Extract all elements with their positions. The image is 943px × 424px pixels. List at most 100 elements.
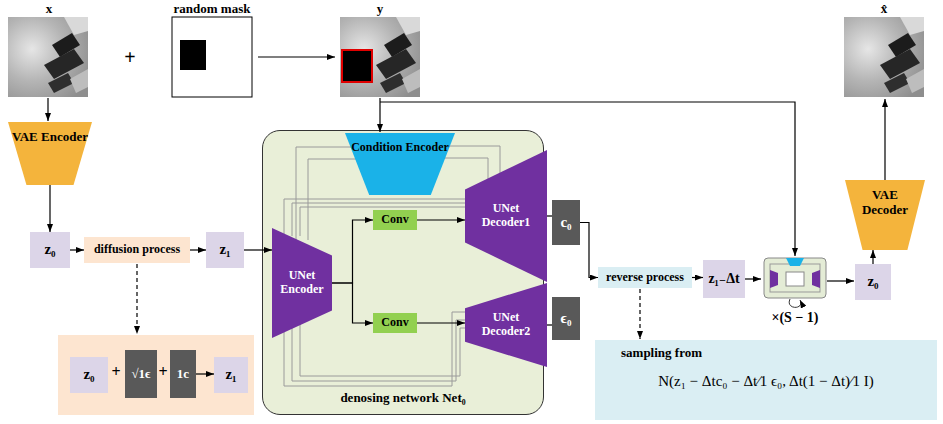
node-text: Conv <box>381 213 408 227</box>
condition-arrow <box>380 102 795 256</box>
connector <box>332 283 373 323</box>
node-text: 1c <box>177 367 189 382</box>
process-box: diffusion process <box>84 237 190 263</box>
connector <box>196 373 214 374</box>
condition-arrow <box>379 98 380 132</box>
node-text: UNet Encoder <box>276 269 328 297</box>
network-block: VAE Encoder <box>8 122 92 185</box>
block-fill <box>8 122 92 185</box>
formula-panel: sampling fromN(z₁ − Δtc₀ − Δt⁄1 ϵ₀, Δt(1… <box>595 340 937 420</box>
image-arrow <box>47 98 48 121</box>
node-text: c₀ <box>560 214 571 231</box>
connector <box>244 249 272 250</box>
icon-lines <box>770 264 820 292</box>
skip-line <box>292 320 470 381</box>
label: x <box>46 1 53 17</box>
connector <box>190 249 206 250</box>
node-text: √1ϵ <box>131 367 150 382</box>
block-fill <box>345 133 455 195</box>
network-block: Condition Encoder <box>345 133 455 195</box>
skip-line <box>284 199 470 236</box>
network-block: UNet Decoder2 <box>465 283 547 367</box>
node-text: z₀ <box>83 366 94 383</box>
mask-image <box>172 17 252 97</box>
loop-icon <box>764 258 826 307</box>
connector <box>417 322 465 323</box>
skip-line <box>300 322 470 376</box>
label-text: ×(S − 1) <box>771 310 818 325</box>
process-box: Conv <box>373 313 417 333</box>
label: + <box>111 363 120 381</box>
node-text: diffusion process <box>94 243 180 257</box>
dashed-arrow <box>136 264 137 334</box>
node-text: z₁₋Δt <box>708 271 739 287</box>
connector <box>49 185 50 232</box>
icon-frame <box>764 258 826 298</box>
icon-core <box>786 272 804 286</box>
connector <box>332 220 373 283</box>
connector <box>547 324 552 325</box>
node-text: z₁ <box>219 241 230 258</box>
connector <box>547 215 552 216</box>
skip-line <box>292 203 470 236</box>
node-text: sampling from <box>621 346 702 361</box>
process-box: z₀ <box>70 357 108 393</box>
label-text: x <box>46 1 53 16</box>
label-text: random mask <box>174 1 251 16</box>
skip-lines <box>284 146 500 386</box>
process-box: c₀ <box>552 200 580 245</box>
block-fill <box>845 180 925 250</box>
node-text: VAE Encoder <box>12 130 88 145</box>
skip-line <box>296 147 352 240</box>
label: random mask <box>174 1 251 17</box>
network-block: UNet Decoder1 <box>465 150 547 282</box>
network-block: VAE Decoder <box>845 180 925 250</box>
node-text: z₀ <box>867 273 878 290</box>
node-text: UNet Decoder2 <box>469 311 543 339</box>
node-text: reverse process <box>606 271 684 285</box>
node-text: ϵ₀ <box>561 310 572 327</box>
label-text: x̂ <box>881 1 888 16</box>
node-text: z₁ <box>225 366 236 383</box>
loop-arrow <box>789 299 801 307</box>
skip-line <box>444 158 488 182</box>
connector <box>70 249 84 250</box>
skip-line <box>284 312 470 386</box>
node-text: Condition Encoder <box>351 141 449 155</box>
input-image <box>8 17 88 97</box>
icon-arrow <box>827 280 854 281</box>
process-box: z₁₋Δt <box>703 260 745 298</box>
label-text: + <box>124 46 135 68</box>
skip-line <box>308 159 356 240</box>
node-text: Conv <box>381 316 408 330</box>
process-box: Conv <box>373 210 417 230</box>
skip-line <box>300 207 470 236</box>
label: x̂ <box>881 1 888 17</box>
masked-region <box>342 50 372 82</box>
node-text: VAE Decoder <box>849 188 921 218</box>
icon-unet <box>770 270 778 288</box>
block-fill <box>272 228 332 338</box>
process-box: √1ϵ <box>125 350 157 398</box>
panel-title: denosing network Net₀ <box>340 391 465 406</box>
process-box: z₁ <box>214 357 248 393</box>
node-text: N(z₁ − Δtc₀ − Δt⁄1 ϵ₀, Δt(1 − Δt)⁄1 I) <box>658 373 874 390</box>
masked-image <box>340 17 420 97</box>
process-box: z₁ <box>206 232 244 268</box>
dashed-arrow <box>639 289 640 339</box>
icon-unet <box>812 270 820 288</box>
block-fill <box>465 150 547 282</box>
block-fill <box>465 283 547 367</box>
connector <box>417 219 465 220</box>
label: ×(S − 1) <box>771 310 818 326</box>
connector <box>872 250 873 264</box>
network-block: UNet Encoder <box>272 228 332 338</box>
label: + <box>158 363 167 381</box>
connector <box>580 223 598 278</box>
node-text: UNet Decoder1 <box>469 202 543 230</box>
mask-square <box>180 40 206 70</box>
skip-line <box>448 146 500 176</box>
output-image <box>844 17 924 97</box>
process-box: z₀ <box>30 232 70 268</box>
